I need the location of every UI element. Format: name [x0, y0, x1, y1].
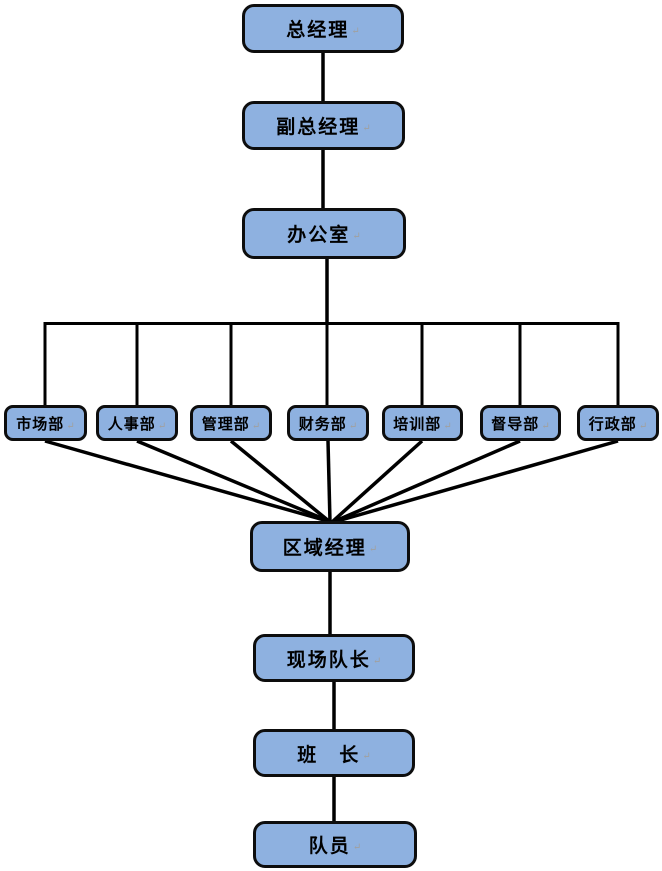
- connector-supervision-rm: [332, 439, 521, 524]
- return-mark: ↵: [362, 123, 371, 134]
- node-office-label: 办公室: [287, 224, 351, 246]
- node-marketing-dept: 市场部 ↵: [4, 405, 87, 441]
- node-hr-dept-label: 人事部: [107, 414, 156, 433]
- node-office: 办公室 ↵: [242, 208, 406, 259]
- return-mark: ↵: [66, 420, 75, 432]
- return-mark: ↵: [157, 420, 167, 432]
- node-supervision-dept-label: 督导部: [491, 414, 540, 433]
- node-supervision-dept: 督导部 ↵: [480, 405, 561, 441]
- node-training-dept-label: 培训部: [393, 414, 442, 433]
- node-finance-dept-label: 财务部: [298, 414, 347, 433]
- node-regional-manager: 区域经理 ↵: [250, 521, 410, 572]
- return-mark: ↵: [443, 420, 452, 432]
- node-squad-leader: 班 长 ↵: [253, 729, 415, 777]
- node-site-captain: 现场队长 ↵: [253, 634, 415, 682]
- connector-hr-rm: [136, 439, 332, 524]
- node-general-manager-label: 总经理: [286, 19, 350, 41]
- node-team-member: 队员 ↵: [253, 821, 417, 868]
- return-mark: ↵: [351, 26, 360, 37]
- node-hr-dept: 人事部 ↵: [96, 405, 178, 441]
- node-management-dept-label: 管理部: [201, 414, 250, 433]
- return-mark: ↵: [372, 655, 382, 667]
- node-deputy-general-manager: 副总经理 ↵: [242, 101, 405, 150]
- return-mark: ↵: [368, 544, 378, 555]
- node-finance-dept: 财务部 ↵: [287, 405, 369, 441]
- return-mark: ↵: [638, 420, 648, 432]
- return-mark: ↵: [362, 750, 371, 762]
- node-team-member-label: 队员: [308, 835, 351, 857]
- node-general-manager: 总经理 ↵: [242, 4, 404, 53]
- return-mark: ↵: [352, 231, 361, 242]
- node-training-dept: 培训部 ↵: [382, 405, 463, 441]
- connector-admin-rm: [333, 439, 619, 524]
- node-regional-manager-label: 区域经理: [282, 537, 367, 559]
- node-management-dept: 管理部 ↵: [190, 405, 272, 441]
- return-mark: ↵: [352, 842, 362, 853]
- connector-management-rm: [229, 439, 332, 524]
- node-admin-dept-label: 行政部: [588, 414, 637, 433]
- connector-training-rm: [330, 439, 424, 524]
- node-admin-dept: 行政部 ↵: [577, 405, 659, 441]
- node-squad-leader-label: 班 长: [297, 743, 361, 766]
- node-marketing-dept-label: 市场部: [16, 414, 65, 433]
- return-mark: ↵: [251, 420, 261, 432]
- return-mark: ↵: [541, 420, 550, 432]
- node-site-captain-label: 现场队长: [286, 648, 371, 671]
- connector-finance-rm: [326, 440, 332, 523]
- return-mark: ↵: [348, 420, 358, 432]
- node-deputy-general-manager-label: 副总经理: [276, 116, 361, 138]
- connector-marketing-rm: [44, 439, 332, 524]
